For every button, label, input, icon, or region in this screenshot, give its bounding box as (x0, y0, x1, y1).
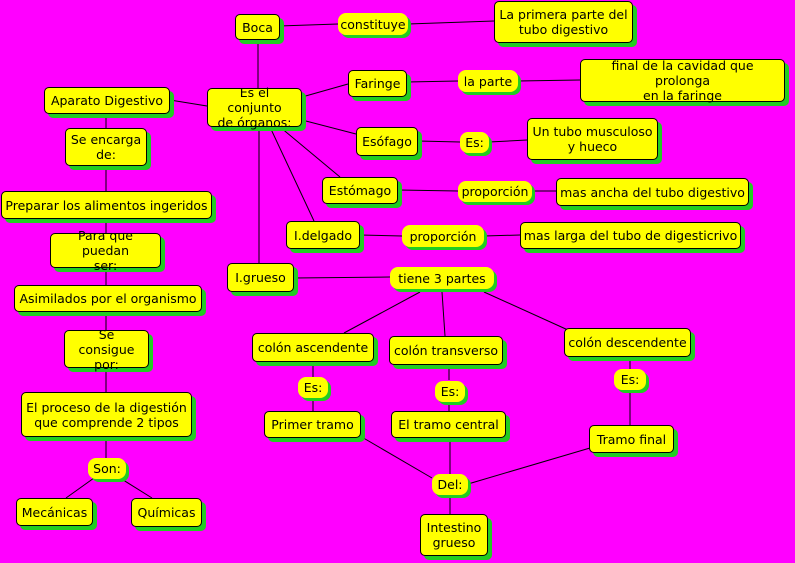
link-son[interactable]: Son: (88, 458, 126, 479)
node-conjunto-organos[interactable]: Es el conjunto de órganos: (207, 85, 302, 130)
edge-tiene3-trans (441, 291, 446, 337)
node-primera-parte[interactable]: La primera parte del tubo digestivo (494, 1, 633, 43)
node-colon-ascendente[interactable]: colón ascendente (252, 333, 374, 362)
node-aparato-digestivo[interactable]: Aparato Digestivo (44, 87, 170, 114)
node-esofago[interactable]: Esófago (356, 127, 418, 156)
node-se-encarga[interactable]: Se encarga de: (65, 128, 147, 166)
node-tramo-final[interactable]: Tramo final (589, 425, 674, 453)
edge-final-del (467, 447, 591, 485)
node-colon-transverso[interactable]: colón transverso (389, 336, 503, 365)
node-estomago[interactable]: Estómago (322, 177, 398, 204)
edge-es-tubo (488, 139, 528, 143)
node-final-cavidad[interactable]: final de la cavidad que prolonga en la f… (580, 58, 785, 103)
node-asimilados[interactable]: Asimilados por el organismo (14, 285, 202, 312)
node-tubo-musculoso[interactable]: Un tubo musculoso y hueco (527, 118, 658, 160)
node-se-consigue[interactable]: Se consigue por: (64, 327, 149, 372)
link-es-transverso[interactable]: Es: (435, 381, 465, 402)
node-colon-descendente[interactable]: colón descendente (564, 328, 691, 357)
edge-tiene3-asc (343, 291, 421, 334)
edge-son-quimicas (119, 477, 153, 499)
edge-esofago-es (417, 140, 461, 143)
edge-conjunto-estomago (279, 126, 341, 178)
node-proceso[interactable]: El proceso de la digestión que comprende… (21, 392, 192, 437)
link-es-ascendente[interactable]: Es: (298, 377, 328, 398)
edge-conjunto-idelgado (269, 126, 315, 222)
edge-conjunto-esofago (301, 119, 357, 135)
node-mecanicas[interactable]: Mecánicas (16, 498, 93, 526)
node-mas-larga[interactable]: mas larga del tubo de digesticrivo (520, 222, 741, 249)
node-idelgado[interactable]: I.delgado (286, 221, 360, 249)
link-proporcion-1[interactable]: proporción (458, 181, 532, 202)
node-boca[interactable]: Boca (235, 14, 280, 40)
node-igrueso[interactable]: I.grueso (227, 263, 294, 292)
link-constituye[interactable]: constituye (338, 13, 408, 35)
link-tiene-3-partes[interactable]: tiene 3 partes (390, 267, 494, 289)
node-mas-ancha[interactable]: mas ancha del tubo digestivo (556, 178, 749, 206)
edge-idelgado-prop2 (359, 234, 403, 237)
link-la-parte[interactable]: la parte (458, 70, 518, 92)
link-proporcion-2[interactable]: proporción (402, 225, 484, 247)
node-primer-tramo[interactable]: Primer tramo (264, 411, 361, 438)
edge-faringe-laparte (406, 80, 459, 83)
link-es-descendente[interactable]: Es: (614, 369, 646, 390)
edge-constituye-primera (407, 20, 495, 25)
edge-conjunto-faringe (301, 83, 349, 98)
link-es-esofago[interactable]: Es: (460, 132, 489, 153)
edge-tiene3-desc (483, 291, 569, 331)
edge-boca-constituye (278, 23, 339, 27)
edge-igrueso-tiene3 (293, 276, 391, 279)
link-del[interactable]: Del: (432, 474, 468, 495)
edge-laparte-final (517, 79, 581, 82)
edge-primer-del (359, 435, 433, 479)
edge-estomago-prop1 (397, 189, 459, 192)
node-faringe[interactable]: Faringe (348, 70, 407, 97)
node-preparar[interactable]: Preparar los alimentos ingeridos (1, 191, 212, 219)
edge-son-mecanicas (65, 477, 95, 499)
node-quimicas[interactable]: Químicas (131, 498, 202, 527)
edge-prop2-larga (483, 234, 521, 237)
node-para-que[interactable]: Para que puedan ser: (50, 228, 161, 273)
edge-aparato-conjunto (169, 99, 208, 107)
node-tramo-central[interactable]: El tramo central (391, 411, 506, 438)
node-intestino-grueso[interactable]: Intestino grueso (420, 514, 488, 556)
